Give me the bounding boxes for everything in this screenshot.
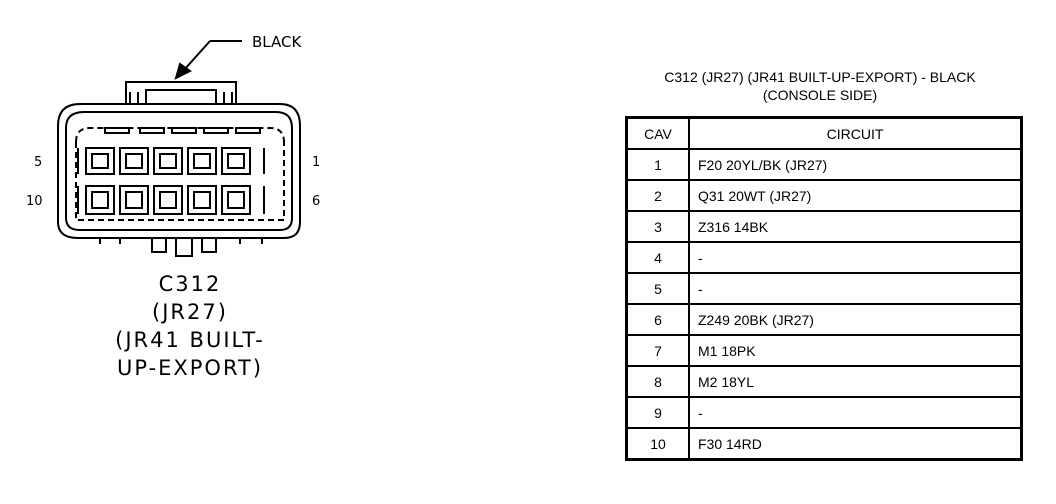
cav-cell: 4 xyxy=(625,241,690,274)
table-row: 4- xyxy=(625,241,1023,274)
cav-cell: 1 xyxy=(625,148,690,181)
cav-cell: 3 xyxy=(625,210,690,243)
table-title: C312 (JR27) (JR41 BUILT-UP-EXPORT) - BLA… xyxy=(600,68,1040,104)
circuit-cell: M2 18YL xyxy=(688,365,1023,398)
pin-label-10: 10 xyxy=(26,194,43,209)
table-row: 5- xyxy=(625,272,1023,305)
cav-cell: 2 xyxy=(625,179,690,212)
circuit-header: CIRCUIT xyxy=(688,116,1023,150)
cav-cell: 10 xyxy=(625,427,690,461)
cav-cell: 6 xyxy=(625,303,690,336)
table-title-line: C312 (JR27) (JR41 BUILT-UP-EXPORT) - BLA… xyxy=(664,69,976,85)
caption-line: (JR27) xyxy=(152,300,228,324)
circuit-cell: - xyxy=(688,272,1023,305)
caption-line: (JR41 BUILT- xyxy=(115,328,265,352)
cav-cell: 9 xyxy=(625,396,690,429)
cav-cell: 5 xyxy=(625,272,690,305)
caption-line: UP-EXPORT) xyxy=(116,356,264,380)
pin-label-5: 5 xyxy=(34,155,42,170)
circuit-cell: Q31 20WT (JR27) xyxy=(688,179,1023,212)
connector-caption: C312 (JR27) (JR41 BUILT- UP-EXPORT) xyxy=(60,270,320,382)
circuit-cell: Z249 20BK (JR27) xyxy=(688,303,1023,336)
circuit-cell: Z316 14BK xyxy=(688,210,1023,243)
pin-label-1: 1 xyxy=(312,155,320,170)
table-title-line: (CONSOLE SIDE) xyxy=(762,87,878,103)
circuit-cell: F30 14RD xyxy=(688,427,1023,461)
connector-diagram: BLACK xyxy=(26,33,320,257)
color-callout-arrow xyxy=(174,40,242,80)
color-callout-label: BLACK xyxy=(252,33,302,51)
cavity-grid xyxy=(77,147,265,215)
circuit-cell: M1 18PK xyxy=(688,334,1023,367)
cav-header: CAV xyxy=(625,116,690,150)
caption-line: C312 xyxy=(158,272,222,296)
connector-body xyxy=(57,81,301,257)
table-header-row: CAV CIRCUIT xyxy=(625,116,1023,150)
pin-label-6: 6 xyxy=(312,194,320,209)
table-row: 9- xyxy=(625,396,1023,429)
cav-cell: 7 xyxy=(625,334,690,367)
circuit-cell: - xyxy=(688,396,1023,429)
circuit-cell: F20 20YL/BK (JR27) xyxy=(688,148,1023,181)
circuit-cell: - xyxy=(688,241,1023,274)
cav-cell: 8 xyxy=(625,365,690,398)
